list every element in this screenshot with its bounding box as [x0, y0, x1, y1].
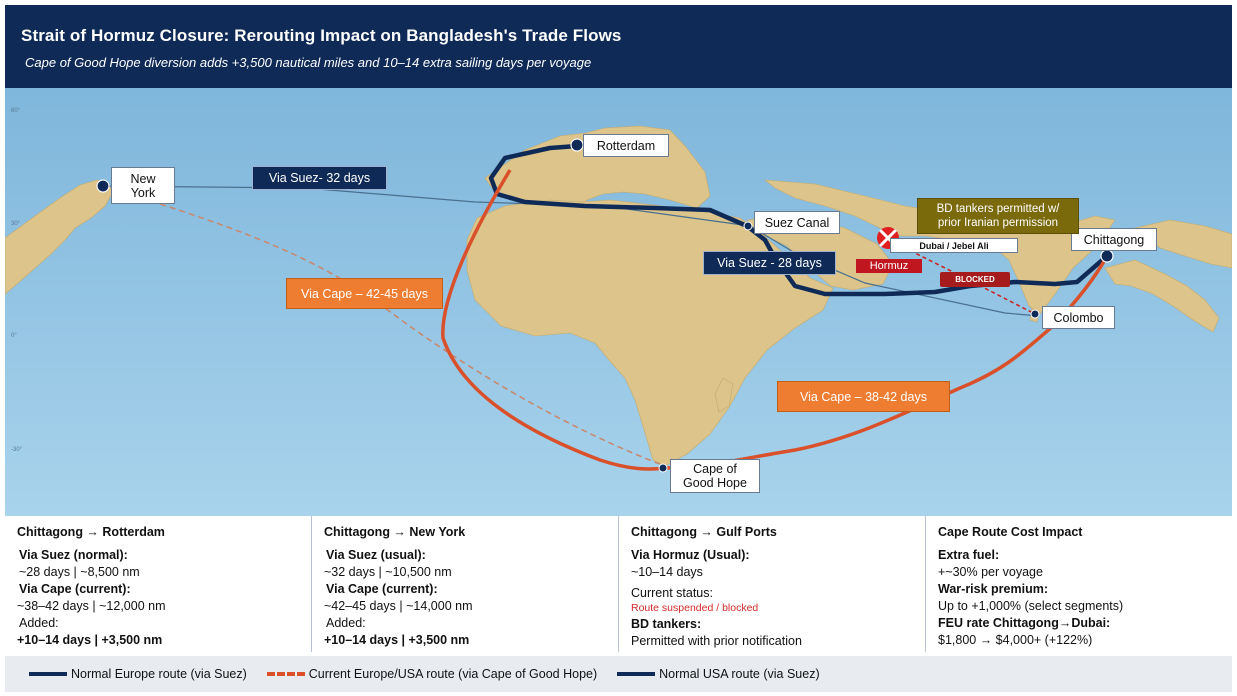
- panel-feu-value: $1,800 → $4,000+ (+122%): [938, 633, 1093, 647]
- legend-item-europe-suez: Normal Europe route (via Suez): [29, 667, 247, 681]
- city-label-new-york: New York: [111, 167, 175, 204]
- city-label-colombo: Colombo: [1042, 306, 1115, 329]
- panel-added-label: Added:: [326, 616, 366, 630]
- panel-cape-label: Via Cape (current):: [326, 582, 438, 596]
- panel-cape-value: ~42–45 days | ~14,000 nm: [324, 599, 473, 613]
- panel-gulf: Chittagong → Gulf Ports Via Hormuz (Usua…: [619, 516, 926, 652]
- info-panels: Chittagong → Rotterdam Via Suez (normal)…: [5, 516, 1232, 652]
- panel-feu-label: FEU rate Chittagong→Dubai:: [938, 616, 1111, 630]
- rotterdam-marker: [570, 138, 584, 152]
- land-north-america: [5, 179, 114, 295]
- header-banner: Strait of Hormuz Closure: Rerouting Impa…: [5, 5, 1232, 88]
- panel-added-value: +10–14 days | +3,500 nm: [324, 633, 470, 647]
- panel-status-value: Route suspended / blocked: [631, 602, 759, 614]
- panel-heading: Chittagong → Rotterdam: [17, 525, 165, 539]
- map-legend: Normal Europe route (via Suez) Current E…: [5, 656, 1232, 692]
- panel-fuel-label: Extra fuel:: [938, 548, 1000, 562]
- panel-new-york: Chittagong → New York Via Suez (usual): …: [312, 516, 619, 652]
- city-label-chittagong: Chittagong: [1071, 228, 1157, 251]
- land-southeast-asia: [1104, 259, 1220, 333]
- hormuz-label: Hormuz: [856, 259, 922, 273]
- city-label-cape: Cape of Good Hope: [670, 459, 760, 493]
- panel-cape-label: Via Cape (current):: [19, 582, 131, 596]
- page-subtitle: Cape of Good Hope diversion adds +3,500 …: [25, 55, 592, 70]
- land-east-asia: [1134, 219, 1232, 269]
- land-madagascar: [714, 377, 734, 413]
- panel-suez-label: Via Suez (usual):: [326, 548, 426, 562]
- route-label-cape-europe: Via Cape – 38-42 days: [777, 381, 950, 412]
- panel-cost-impact: Cape Route Cost Impact Extra fuel: +~30%…: [926, 516, 1232, 652]
- tanker-permission-callout: BD tankers permitted w/ prior Iranian pe…: [917, 198, 1079, 234]
- lat-tick: -30°: [11, 447, 23, 453]
- panel-rotterdam: Chittagong → Rotterdam Via Suez (normal)…: [5, 516, 312, 652]
- blocked-badge: BLOCKED: [940, 272, 1010, 287]
- cape-marker: [658, 463, 668, 473]
- panel-status-label: Current status:: [631, 586, 713, 600]
- city-label-rotterdam: Rotterdam: [583, 134, 669, 157]
- panel-war-value: Up to +1,000% (select segments): [938, 599, 1124, 613]
- lat-tick: 60°: [11, 108, 21, 114]
- page-title: Strait of Hormuz Closure: Rerouting Impa…: [21, 26, 622, 45]
- lat-tick: 0°: [11, 333, 17, 339]
- panel-fuel-value: +~30% per voyage: [938, 565, 1043, 579]
- legend-label: Normal USA route (via Suez): [659, 667, 820, 681]
- panel-cape-value: ~38–42 days | ~12,000 nm: [17, 599, 166, 613]
- legend-swatch: [266, 672, 305, 676]
- panel-added-value: +10–14 days | +3,500 nm: [17, 633, 163, 647]
- route-map[interactable]: 60° 30° 0° -30°: [5, 88, 1232, 516]
- panel-tankers-value: Permitted with prior notification: [631, 634, 802, 648]
- panel-suez-value: ~32 days | ~10,500 nm: [324, 565, 452, 579]
- city-label-suez-canal: Suez Canal: [754, 211, 840, 234]
- legend-swatch: [617, 672, 656, 676]
- legend-label: Normal Europe route (via Suez): [71, 667, 247, 681]
- panel-suez-label: Via Suez (normal):: [19, 548, 128, 562]
- city-label-dubai: Dubai / Jebel Ali: [890, 238, 1018, 253]
- route-label-suez-europe: Via Suez - 28 days: [703, 251, 836, 275]
- route-label-cape-usa: Via Cape – 42-45 days: [286, 278, 443, 309]
- legend-label: Current Europe/USA route (via Cape of Go…: [308, 667, 598, 681]
- panel-suez-value: ~28 days | ~8,500 nm: [19, 565, 140, 579]
- route-label-suez-usa: Via Suez- 32 days: [252, 166, 387, 190]
- panel-hormuz-value: ~10–14 days: [631, 565, 703, 579]
- panel-heading: Chittagong → Gulf Ports: [631, 525, 777, 539]
- legend-item-cape: Current Europe/USA route (via Cape of Go…: [266, 667, 598, 681]
- colombo-marker: [1030, 309, 1040, 319]
- panel-hormuz-label: Via Hormuz (Usual):: [631, 548, 750, 562]
- suez-canal-marker: [743, 221, 753, 231]
- panel-war-label: War-risk premium:: [938, 582, 1048, 596]
- new-york-marker: [96, 179, 110, 193]
- panel-tankers-label: BD tankers:: [631, 617, 702, 631]
- lat-tick: 30°: [11, 221, 21, 227]
- panel-added-label: Added:: [19, 616, 59, 630]
- legend-item-usa-suez: Normal USA route (via Suez): [617, 667, 820, 681]
- chittagong-marker: [1100, 249, 1114, 263]
- panel-heading: Chittagong → New York: [324, 525, 466, 539]
- legend-swatch: [29, 672, 67, 676]
- panel-heading: Cape Route Cost Impact: [938, 525, 1083, 539]
